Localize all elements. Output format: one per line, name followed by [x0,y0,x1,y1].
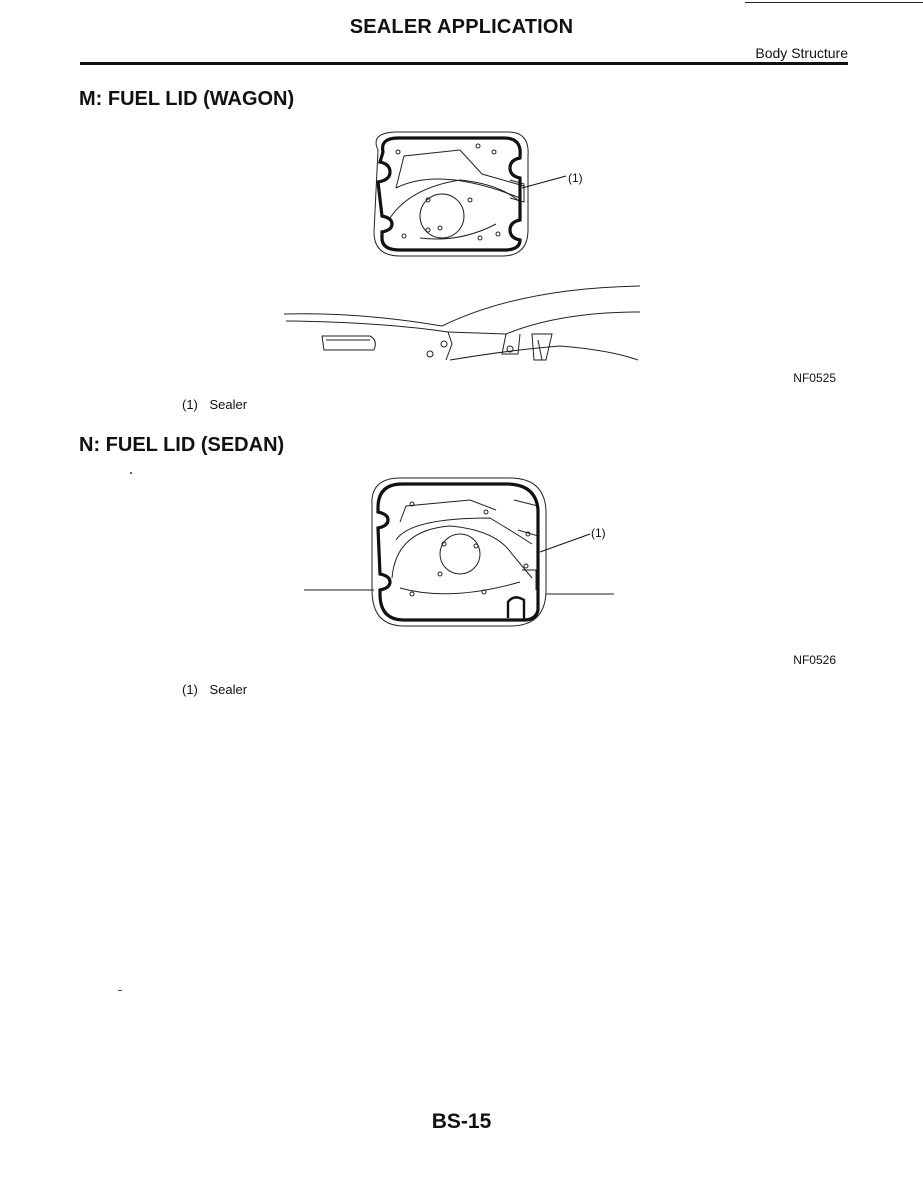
heading-fuel-lid-sedan: N: FUEL LID (SEDAN) [79,434,285,456]
callout-label-sedan: (1) [591,526,606,540]
scan-speck [118,990,122,991]
callout-label-wagon: (1) [568,171,583,185]
figure-code-sedan: NF0526 [793,653,836,667]
legend-wagon: (1) Sealer [182,397,248,412]
page-title: SEALER APPLICATION [349,16,574,38]
legend-sedan: (1) Sealer [182,682,248,697]
scan-speck [130,472,132,474]
top-corner-rule [745,2,923,3]
header-rule [80,62,848,65]
figure-fuel-lid-sedan [304,477,614,627]
figure-code-wagon: NF0525 [793,371,836,385]
figure-fuel-lid-wagon [283,131,641,361]
page-number: BS-15 [431,1110,492,1133]
heading-fuel-lid-wagon: M: FUEL LID (WAGON) [79,88,295,110]
section-label: Body Structure [755,45,848,61]
